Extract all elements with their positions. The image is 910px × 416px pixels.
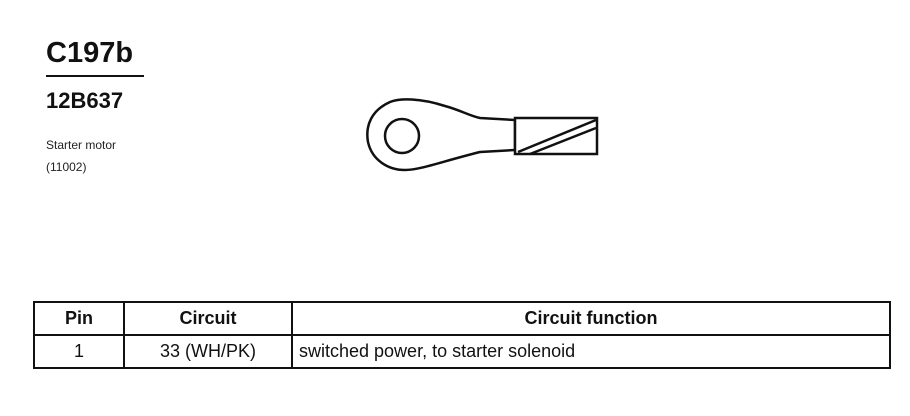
terminal-hole (383, 117, 421, 155)
header-pin: Pin (33, 301, 125, 336)
connector-id: C197b (46, 37, 134, 69)
component-description: Starter motor (46, 138, 117, 152)
part-number: 12B637 (46, 88, 124, 113)
barrel-hatch-2 (529, 126, 597, 156)
header-circuit-function: Circuit function (291, 301, 891, 336)
terminal-outline (366, 98, 517, 172)
component-code: (11002) (46, 160, 87, 174)
cell-pin: 1 (33, 334, 125, 369)
header-circuit: Circuit (123, 301, 293, 336)
pin-table: Pin Circuit Circuit function 1 33 (WH/PK… (33, 301, 891, 369)
cell-circuit-function: switched power, to starter solenoid (291, 334, 891, 369)
ring-terminal-icon (366, 98, 599, 172)
cell-circuit: 33 (WH/PK) (123, 334, 293, 369)
table-header-row: Pin Circuit Circuit function (33, 301, 891, 336)
table-row: 1 33 (WH/PK) switched power, to starter … (33, 334, 891, 369)
barrel-hatch-1 (517, 118, 597, 154)
title-underline (46, 75, 144, 77)
